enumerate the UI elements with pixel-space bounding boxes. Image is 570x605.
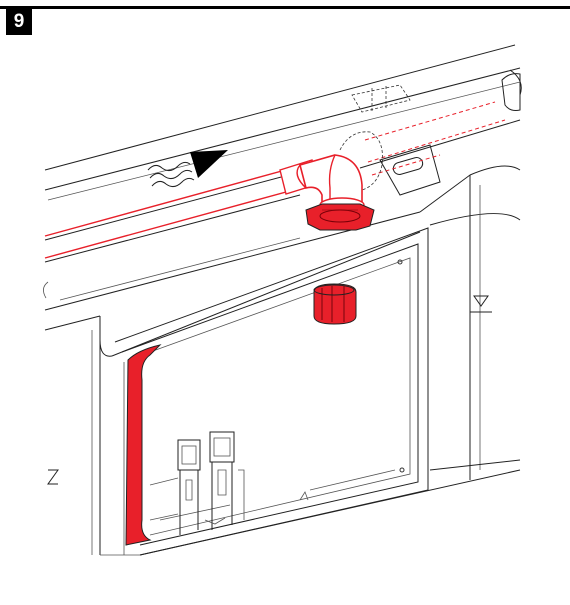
water-flow-icon (147, 161, 195, 188)
header-rule (0, 6, 570, 9)
side-markings (43, 281, 59, 485)
step-number-badge: 9 (6, 9, 32, 35)
right-housing (419, 69, 522, 480)
hose-hidden-path (339, 84, 506, 191)
base-lines (100, 469, 521, 556)
terminal-block (149, 431, 245, 535)
front-panel (91, 231, 421, 555)
upper-housing-rails (44, 44, 521, 331)
mounting-bracket (379, 144, 441, 196)
bulkhead-nut (305, 203, 375, 231)
lower-connector (313, 283, 357, 325)
flow-direction-arrow-icon (190, 150, 228, 178)
level-mark-icon (470, 295, 492, 313)
seal-strip (125, 344, 162, 546)
inspection-opening (114, 227, 429, 556)
water-hose (44, 159, 319, 259)
